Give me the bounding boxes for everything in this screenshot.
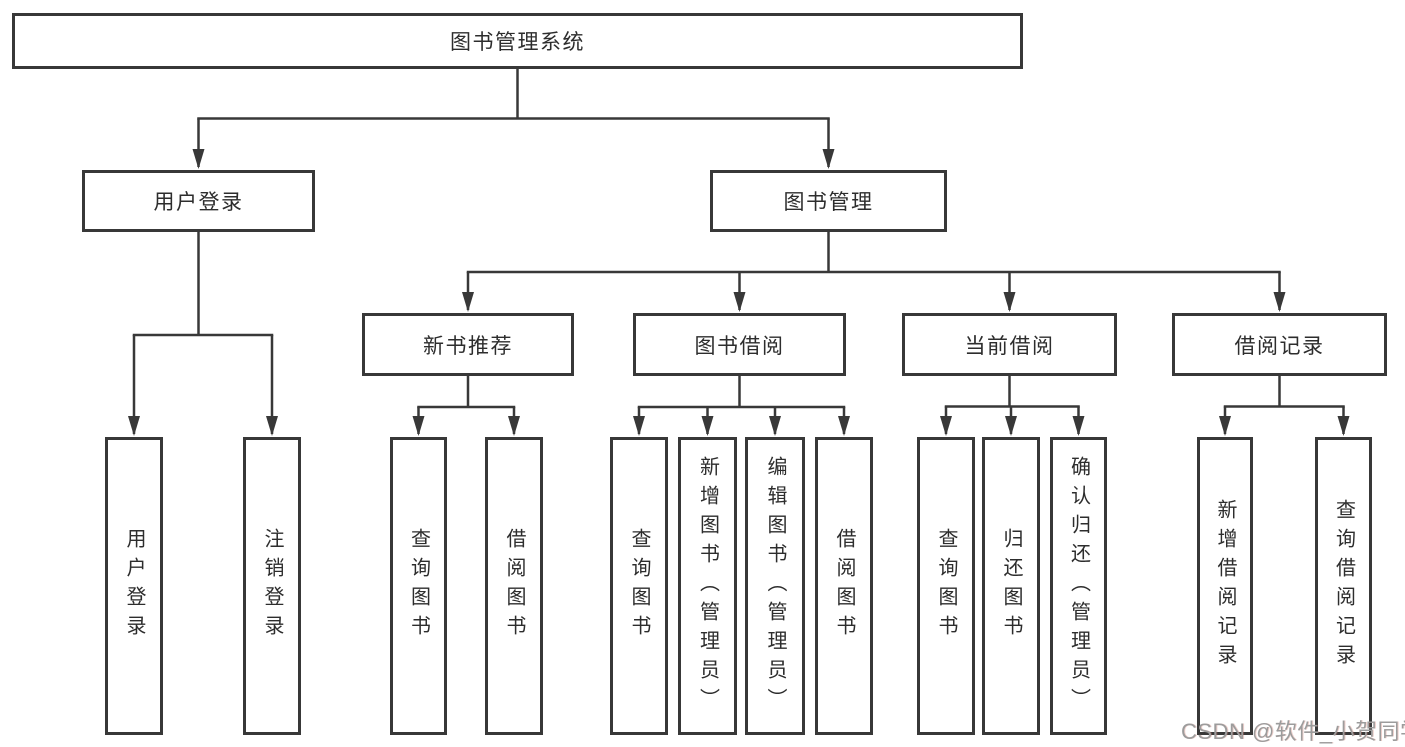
leaf-edit-books-admin: 编辑图书（管理员）: [745, 437, 805, 735]
node-label: 查询图书: [407, 528, 430, 644]
leaf-confirm-return-admin: 确认归还（管理员）: [1050, 437, 1107, 735]
node-label: 图书管理系统: [450, 31, 585, 54]
node-label: 归还图书: [1000, 528, 1022, 644]
node-user-login: 用户登录: [82, 170, 315, 232]
node-label: 借阅图书: [503, 528, 525, 644]
node-borrow-records: 借阅记录: [1172, 313, 1387, 376]
node-label: 新增图书（管理员）: [696, 455, 719, 717]
node-book-borrow: 图书借阅: [633, 313, 846, 376]
node-label: 用户登录: [123, 528, 145, 644]
leaf-add-books-admin: 新增图书（管理员）: [678, 437, 737, 735]
node-label: 编辑图书（管理员）: [764, 455, 786, 717]
node-label: 用户登录: [153, 191, 244, 214]
node-library-management-system: 图书管理系统: [12, 13, 1023, 69]
csdn-watermark: CSDN @软件_小贺同学: [1181, 719, 1405, 744]
node-label: 查询借阅记录: [1332, 499, 1355, 673]
node-label: 借阅图书: [833, 528, 855, 644]
node-label: 新增借阅记录: [1214, 499, 1236, 673]
node-label: 新书推荐: [423, 334, 513, 358]
node-label: 注销登录: [261, 528, 283, 644]
leaf-query-books-newbooks: 查询图书: [390, 437, 447, 735]
node-label: 当前借阅: [964, 334, 1055, 358]
node-label: 图书借阅: [694, 334, 785, 358]
leaf-borrow-books-newbooks: 借阅图书: [485, 437, 543, 735]
leaf-logout: 注销登录: [243, 437, 301, 735]
leaf-return-books: 归还图书: [982, 437, 1040, 735]
node-label: 查询图书: [935, 528, 957, 644]
leaf-query-books-current: 查询图书: [917, 437, 975, 735]
leaf-add-borrow-record: 新增借阅记录: [1197, 437, 1253, 735]
leaf-query-books-borrow: 查询图书: [610, 437, 668, 735]
node-label: 图书管理: [783, 191, 874, 214]
leaf-user-login: 用户登录: [105, 437, 163, 735]
node-label: 借阅记录: [1234, 334, 1325, 358]
node-current-borrow: 当前借阅: [902, 313, 1117, 376]
node-label: 确认归还（管理员）: [1067, 455, 1090, 717]
node-book-management: 图书管理: [710, 170, 947, 232]
leaf-query-borrow-record: 查询借阅记录: [1315, 437, 1372, 735]
node-label: 查询图书: [628, 528, 650, 644]
leaf-borrow-books: 借阅图书: [815, 437, 873, 735]
node-new-book-recommend: 新书推荐: [362, 313, 574, 376]
